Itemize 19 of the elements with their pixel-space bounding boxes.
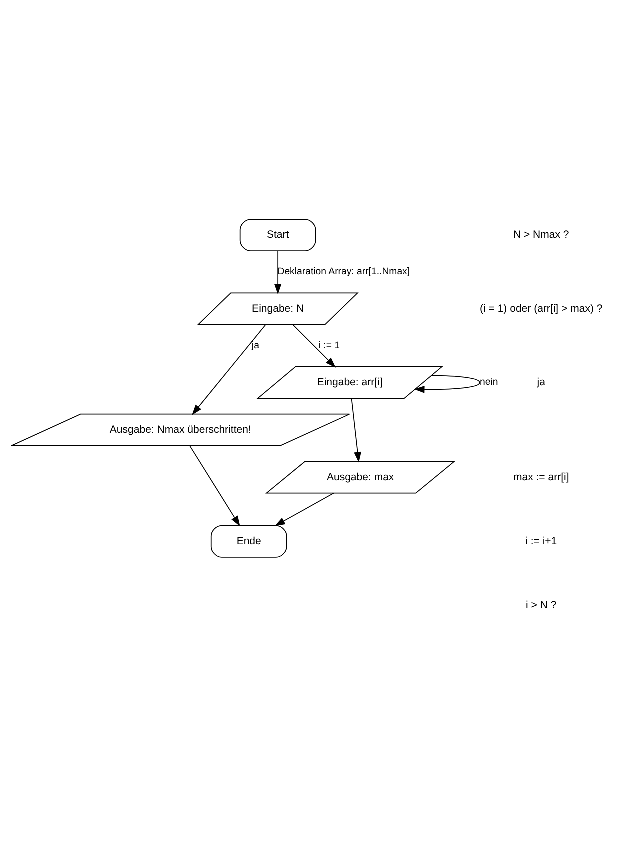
arrow: [190, 446, 240, 527]
node-box: Start: [240, 219, 316, 252]
label: max := arr[i]: [513, 471, 570, 484]
label: i > N ?: [526, 599, 557, 612]
edge-label: nein: [480, 377, 498, 388]
arrow: [292, 324, 336, 368]
edge-label: ja: [252, 340, 260, 352]
arrow: [274, 251, 282, 294]
arrow: [274, 492, 334, 526]
arrow: [192, 324, 266, 416]
label: N > Nmax ?: [513, 229, 570, 242]
label: (i = 1) oder (arr[i] > max) ?: [480, 302, 603, 315]
label: ja: [537, 376, 546, 388]
arrow: [351, 398, 362, 463]
arrow: [414, 375, 480, 394]
edge-label: Deklaration Array: arr[1..Nmax]: [278, 266, 410, 278]
label: i := i+1: [526, 535, 558, 548]
edge-label: i := 1: [318, 340, 340, 352]
node-box: Ende: [210, 525, 288, 558]
